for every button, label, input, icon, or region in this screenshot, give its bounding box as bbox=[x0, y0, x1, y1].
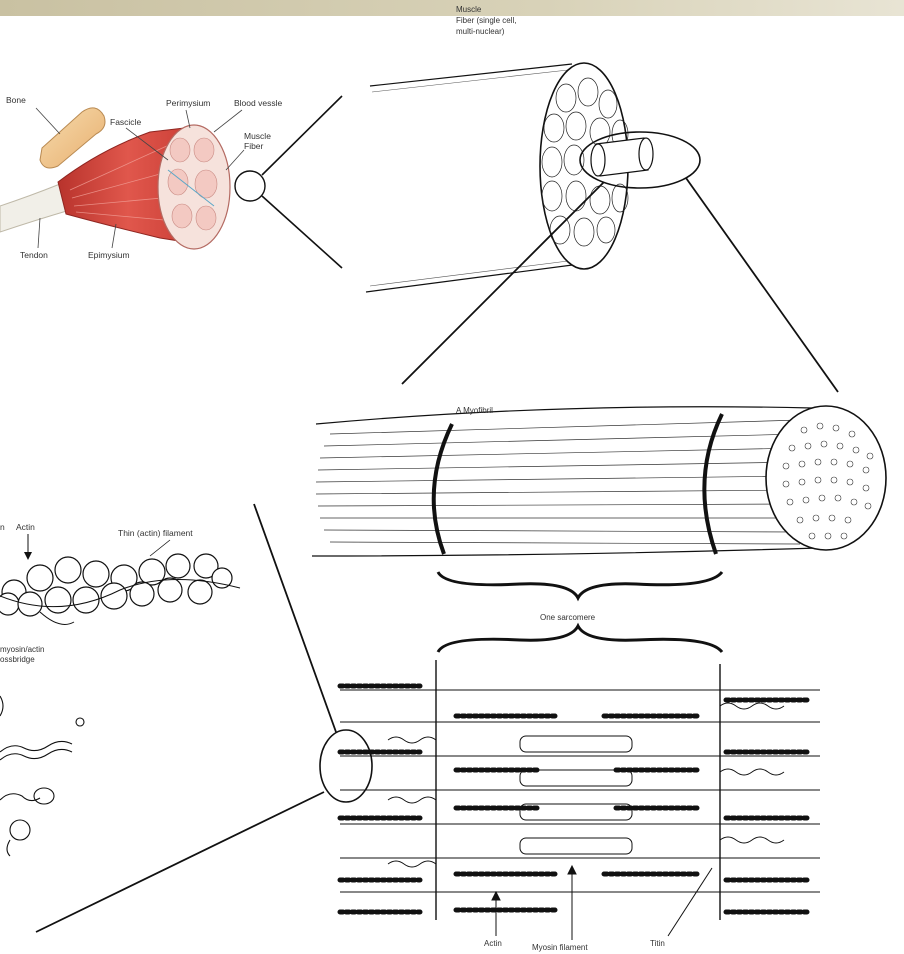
titin-label: Titin bbox=[650, 939, 665, 948]
crossbridge-label-line2: ossbridge bbox=[0, 655, 35, 664]
actin-filament-detail: n Actin Thin (actin) filament myosin/act… bbox=[0, 522, 240, 856]
myosin-filament-label: Myosin filament bbox=[532, 943, 588, 952]
actin-beads bbox=[0, 554, 232, 616]
whole-muscle-illustration: Bone Fascicle Perimysium Blood vessle Mu… bbox=[0, 95, 342, 268]
perimysium-label: Perimysium bbox=[166, 98, 210, 108]
filament-zoom-oval bbox=[320, 730, 372, 802]
thin-filament-label: Thin (actin) filament bbox=[118, 528, 193, 538]
muscle-fiber-bundle: Muscle Fiber (single cell, multi-nuclear… bbox=[366, 5, 838, 392]
myofibril-label: A Myofibril bbox=[456, 406, 493, 415]
tendon-label: Tendon bbox=[20, 250, 48, 260]
muscle-fiber-title-line2: Fiber (single cell, bbox=[456, 16, 516, 25]
muscle-fiber-title-line1: Muscle bbox=[456, 5, 482, 14]
muscle-fiber-small-label-line1: Muscle bbox=[244, 131, 271, 141]
muscle-fiber-zoom-circle bbox=[235, 171, 265, 201]
muscle-fiber-small-label-line2: Fiber bbox=[244, 141, 264, 151]
blood-vessel-label: Blood vessle bbox=[234, 98, 282, 108]
fascicle-label: Fascicle bbox=[110, 117, 141, 127]
actin-bottom-label: Actin bbox=[484, 939, 502, 948]
actin-label: Actin bbox=[16, 522, 35, 532]
myofibril-illustration: A Myofibril One sarcomere bbox=[312, 406, 886, 652]
muscle-fiber-title-line3: multi-nuclear) bbox=[456, 27, 505, 36]
myosin-molecule bbox=[0, 696, 84, 856]
epimysium-label: Epimysium bbox=[88, 250, 130, 260]
bone-label: Bone bbox=[6, 95, 26, 105]
actin-partial-label: n bbox=[0, 522, 5, 532]
sarcomere-brace-bottom bbox=[438, 626, 722, 652]
tendon-shape bbox=[0, 184, 70, 232]
one-sarcomere-label: One sarcomere bbox=[540, 613, 596, 622]
sarcomere-brace-top bbox=[438, 572, 722, 598]
crossbridge-label-line1: myosin/actin bbox=[0, 645, 44, 654]
